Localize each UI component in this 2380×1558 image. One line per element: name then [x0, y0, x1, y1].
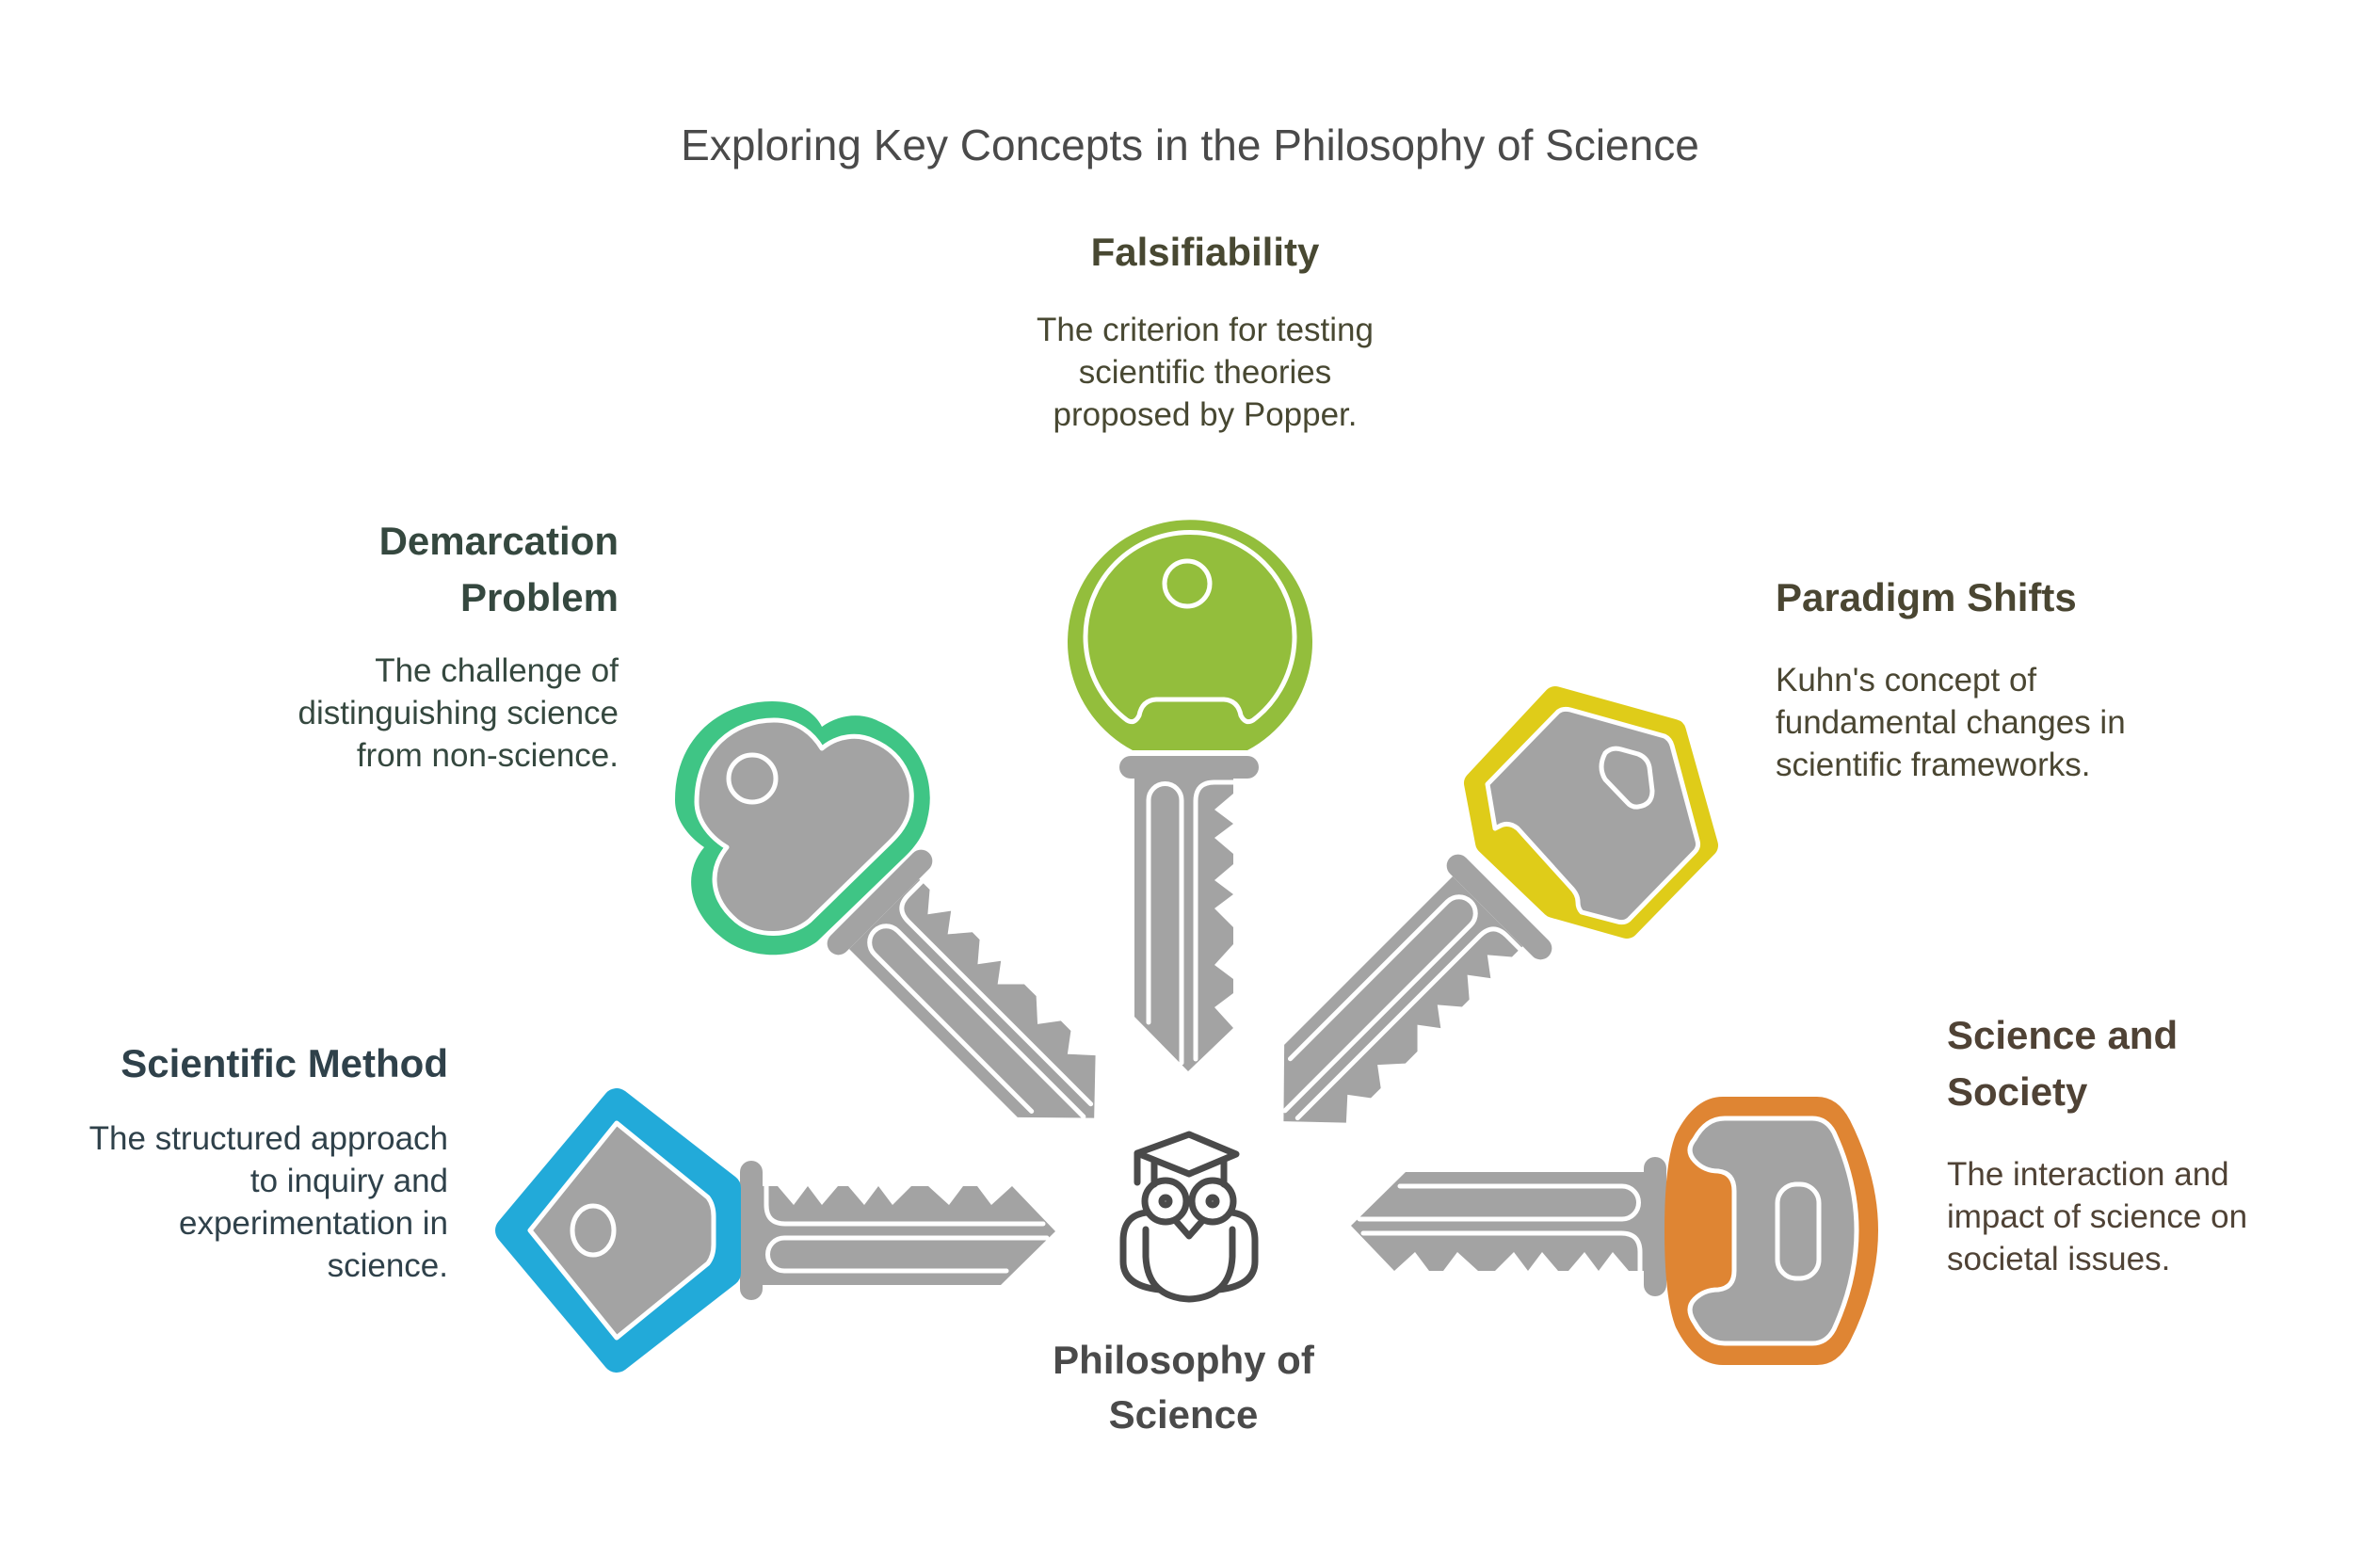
concept-description-line: societal issues. — [1947, 1241, 2171, 1277]
concept-description: The structured approach to inquiry and e… — [0, 1117, 448, 1287]
owl-graduate-icon — [1119, 1131, 1259, 1303]
concept-description-line: science. — [327, 1247, 448, 1284]
concept-description: The challenge of distinguishing science … — [148, 650, 619, 777]
center-label: Philosophy of Science — [948, 1333, 1419, 1442]
concept-description-line: proposed by Popper. — [1053, 396, 1358, 433]
key-shaft-icon — [1351, 1157, 1666, 1296]
concept-science-and-society: Science and Society The interaction and … — [1947, 1007, 2380, 1280]
concept-description-line: distinguishing science — [298, 695, 619, 731]
concept-title-line: Paradigm Shifts — [1776, 575, 2077, 619]
key-cloud-inner-icon — [694, 717, 914, 936]
concept-title: Scientific Method — [0, 1036, 448, 1092]
concept-description-line: from non-science. — [356, 737, 619, 774]
key-shaft-icon — [1235, 850, 1557, 1172]
center-title: Philosophy of Science — [948, 1333, 1419, 1442]
concept-title-line: Demarcation — [378, 519, 619, 563]
concept-title: Science and Society — [1947, 1007, 2380, 1120]
center-title-line: Science — [1108, 1392, 1259, 1437]
concept-title-line: Science and — [1947, 1013, 2179, 1057]
concept-falsifiability: Falsifiability The criterion for testing… — [923, 224, 1488, 436]
concept-demarcation-problem: Demarcation Problem The challenge of dis… — [148, 513, 619, 777]
concept-title-line: Society — [1947, 1069, 2088, 1114]
key-shaft-icon — [823, 845, 1145, 1167]
concept-description: Kuhn's concept of fundamental changes in… — [1776, 659, 2303, 786]
concept-description-line: Kuhn's concept of — [1776, 662, 2037, 699]
key-round-head-icon — [1068, 520, 1312, 750]
concept-description: The interaction and impact of science on… — [1947, 1153, 2380, 1280]
key-demarcation-problem — [675, 701, 1144, 1166]
key-hole-icon — [1599, 746, 1655, 810]
concept-description-line: The structured approach — [88, 1120, 448, 1157]
concept-description-line: fundamental changes in — [1776, 704, 2126, 741]
key-falsifiability — [1068, 520, 1312, 1071]
concept-title: Falsifiability — [923, 224, 1488, 281]
key-hole-icon — [570, 1203, 617, 1258]
key-shaft-icon — [740, 1161, 1055, 1300]
page-title: Exploring Key Concepts in the Philosophy… — [681, 120, 1699, 169]
center-title-line: Philosophy of — [1053, 1338, 1314, 1382]
key-paradigm-shifts — [1235, 686, 1718, 1172]
concept-description-line: experimentation in — [179, 1205, 448, 1242]
concept-description-line: impact of science on — [1947, 1198, 2248, 1235]
concept-title-line: Scientific Method — [121, 1041, 448, 1085]
key-science-and-society — [1351, 1097, 1878, 1365]
concept-title: Demarcation Problem — [148, 513, 619, 626]
concept-description-line: scientific frameworks. — [1776, 747, 2091, 783]
concept-paradigm-shifts: Paradigm Shifts Kuhn's concept of fundam… — [1776, 570, 2303, 786]
key-shaft-icon — [1119, 756, 1259, 1071]
concept-description-line: The interaction and — [1947, 1156, 2229, 1193]
key-round-inner-icon — [1083, 530, 1297, 725]
concept-title-line: Falsifiability — [1090, 230, 1320, 274]
concept-description-line: scientific theories — [1078, 354, 1332, 391]
concept-scientific-method: Scientific Method The structured approac… — [0, 1036, 448, 1287]
concept-title: Paradigm Shifts — [1776, 570, 2303, 626]
concept-description-line: to inquiry and — [249, 1163, 448, 1199]
key-hole-icon — [1775, 1181, 1822, 1281]
key-hole-icon — [1162, 558, 1213, 609]
key-diamond-inner-icon — [527, 1120, 716, 1341]
key-scientific-method — [495, 1088, 1055, 1373]
concept-description: The criterion for testing scientific the… — [923, 309, 1488, 436]
concept-description-line: The challenge of — [375, 652, 619, 689]
concept-title-line: Problem — [459, 575, 619, 619]
key-rounded-inner-icon — [1687, 1116, 1859, 1346]
concept-description-line: The criterion for testing — [1037, 312, 1374, 348]
key-hole-icon — [726, 752, 779, 805]
